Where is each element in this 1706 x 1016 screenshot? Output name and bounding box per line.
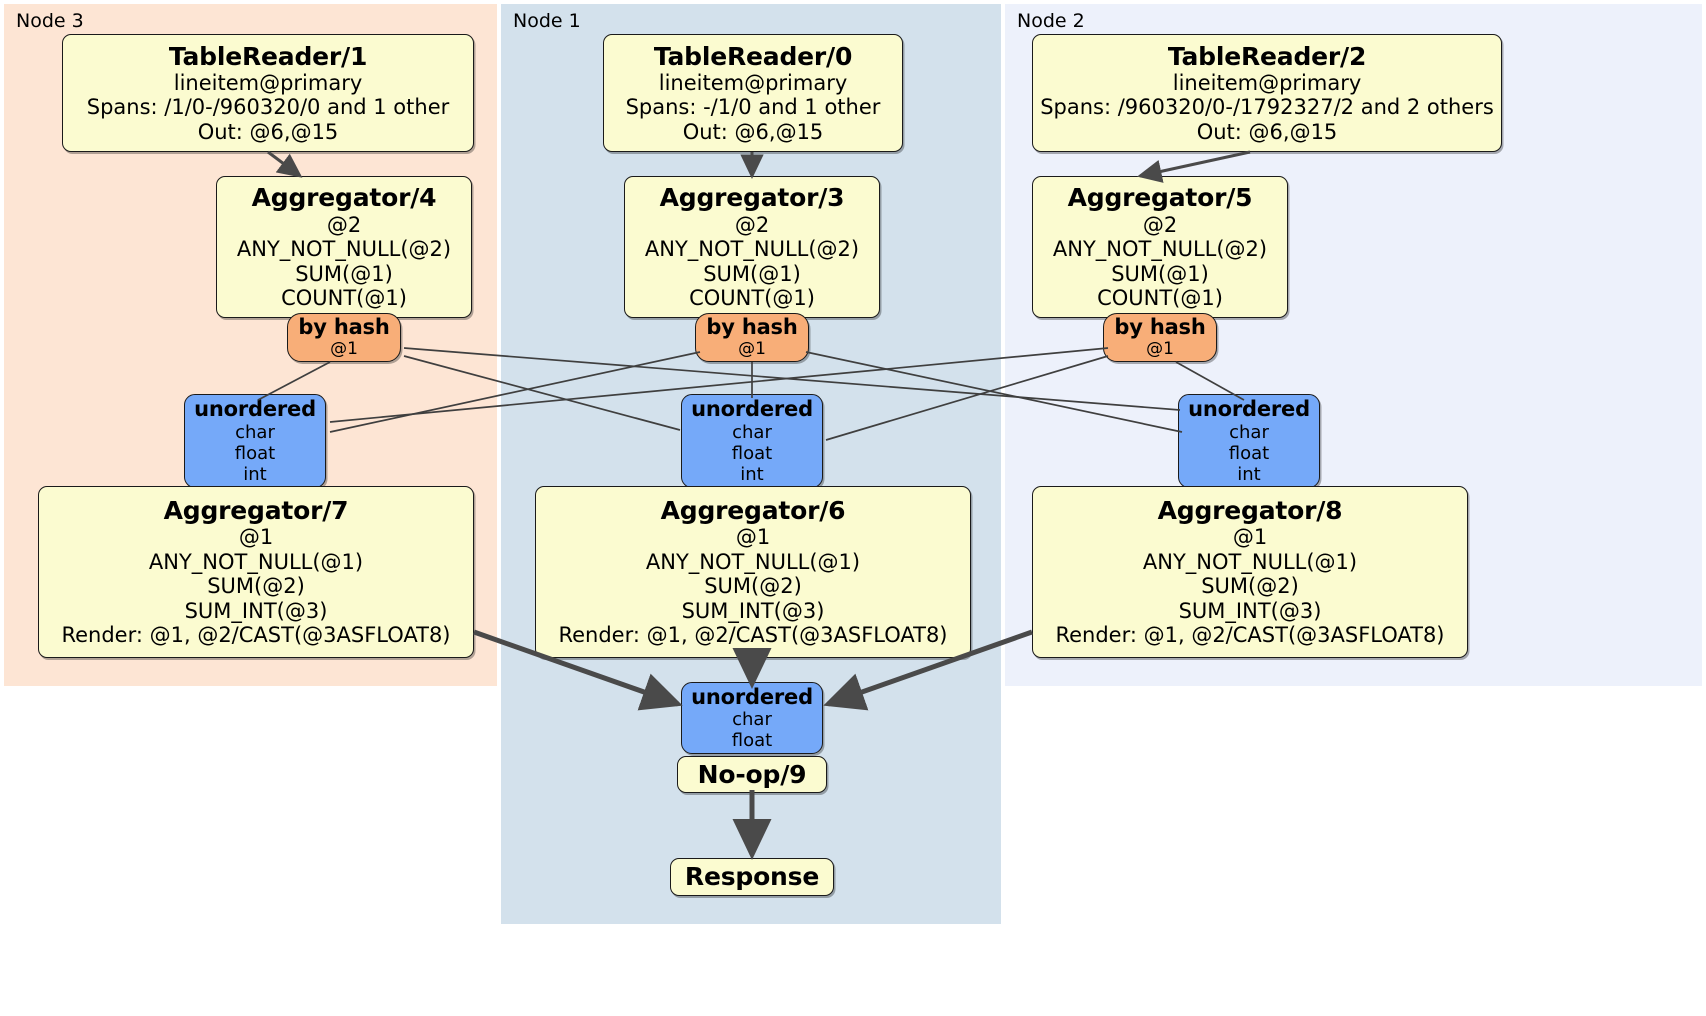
node-line: @1	[1232, 525, 1268, 550]
node-line: Spans: -/1/0 and 1 other	[625, 95, 881, 120]
node-line: Spans: /960320/0-/1792327/2 and 2 others	[1040, 95, 1494, 120]
node-line: lineitem@primary	[1172, 70, 1362, 95]
node-title: Response	[684, 862, 820, 892]
node-title: Aggregator/8	[1157, 495, 1343, 525]
node-line: SUM(@1)	[1111, 261, 1209, 286]
sync-line: float	[1228, 442, 1270, 464]
node-line: SUM(@1)	[295, 261, 393, 286]
router-title: by hash	[298, 315, 390, 340]
node-line: @2	[734, 212, 770, 237]
router-line: @1	[330, 338, 358, 359]
sync-unordered-final[interactable]: unordered char float	[681, 682, 823, 754]
sync-unordered-node2[interactable]: unordered char float int	[1178, 394, 1320, 488]
sync-line: int	[1237, 463, 1261, 485]
node-title: Aggregator/7	[163, 495, 349, 525]
node-line: COUNT(@1)	[689, 286, 815, 311]
node-aggregator-5[interactable]: Aggregator/5 @2 ANY_NOT_NULL(@2) SUM(@1)…	[1032, 176, 1288, 318]
node-line: @2	[1142, 212, 1178, 237]
router-by-hash-node2[interactable]: by hash @1	[1103, 313, 1217, 362]
node-line: Render: @1, @2/CAST(@3ASFLOAT8)	[1055, 623, 1445, 648]
cluster-node3-label: Node 3	[16, 10, 84, 32]
router-title: by hash	[706, 315, 798, 340]
node-noop-9[interactable]: No-op/9	[677, 756, 827, 793]
node-line: Out: @6,@15	[197, 119, 339, 144]
sync-line: int	[243, 463, 267, 485]
node-title: TableReader/1	[168, 41, 368, 71]
node-title: No-op/9	[697, 759, 807, 789]
node-line: @2	[326, 212, 362, 237]
node-line: SUM(@1)	[703, 261, 801, 286]
cluster-node1-label: Node 1	[513, 10, 581, 32]
node-line: Spans: /1/0-/960320/0 and 1 other	[86, 95, 450, 120]
sync-line: float	[731, 730, 773, 752]
node-aggregator-3[interactable]: Aggregator/3 @2 ANY_NOT_NULL(@2) SUM(@1)…	[624, 176, 880, 318]
node-line: SUM(@2)	[704, 574, 802, 599]
node-response[interactable]: Response	[670, 858, 834, 896]
sync-line: char	[235, 421, 275, 443]
sync-unordered-node1[interactable]: unordered char float int	[681, 394, 823, 488]
sync-title: unordered	[691, 684, 813, 709]
router-by-hash-node1[interactable]: by hash @1	[695, 313, 809, 362]
node-title: Aggregator/4	[251, 183, 437, 213]
cluster-node2-label: Node 2	[1017, 10, 1085, 32]
node-line: Out: @6,@15	[682, 119, 824, 144]
router-by-hash-node3[interactable]: by hash @1	[287, 313, 401, 362]
node-tablereader-1[interactable]: TableReader/1 lineitem@primary Spans: /1…	[62, 34, 474, 152]
node-line: @1	[735, 525, 771, 550]
sync-title: unordered	[691, 397, 813, 422]
node-title: Aggregator/3	[659, 183, 845, 213]
node-line: Render: @1, @2/CAST(@3ASFLOAT8)	[558, 623, 948, 648]
node-aggregator-4[interactable]: Aggregator/4 @2 ANY_NOT_NULL(@2) SUM(@1)…	[216, 176, 472, 318]
node-line: SUM(@2)	[207, 574, 305, 599]
node-line: COUNT(@1)	[1097, 286, 1223, 311]
node-line: lineitem@primary	[173, 70, 363, 95]
node-line: Out: @6,@15	[1196, 119, 1338, 144]
node-line: @1	[238, 525, 274, 550]
sync-line: char	[732, 709, 772, 731]
node-line: ANY_NOT_NULL(@2)	[1052, 237, 1268, 262]
sync-title: unordered	[1188, 397, 1310, 422]
node-line: ANY_NOT_NULL(@1)	[1142, 549, 1358, 574]
node-line: Render: @1, @2/CAST(@3ASFLOAT8)	[61, 623, 451, 648]
router-line: @1	[1146, 338, 1174, 359]
node-line: ANY_NOT_NULL(@2)	[236, 237, 452, 262]
sync-title: unordered	[194, 397, 316, 422]
node-line: ANY_NOT_NULL(@2)	[644, 237, 860, 262]
sync-line: char	[1229, 421, 1269, 443]
node-aggregator-8[interactable]: Aggregator/8 @1 ANY_NOT_NULL(@1) SUM(@2)…	[1032, 486, 1468, 658]
node-line: SUM_INT(@3)	[681, 598, 825, 623]
node-title: Aggregator/6	[660, 495, 846, 525]
node-tablereader-0[interactable]: TableReader/0 lineitem@primary Spans: -/…	[603, 34, 903, 152]
node-aggregator-6[interactable]: Aggregator/6 @1 ANY_NOT_NULL(@1) SUM(@2)…	[535, 486, 971, 658]
node-title: Aggregator/5	[1067, 183, 1253, 213]
sync-line: char	[732, 421, 772, 443]
node-line: lineitem@primary	[658, 70, 848, 95]
node-line: SUM_INT(@3)	[184, 598, 328, 623]
sync-unordered-node3[interactable]: unordered char float int	[184, 394, 326, 488]
node-line: SUM(@2)	[1201, 574, 1299, 599]
node-line: COUNT(@1)	[281, 286, 407, 311]
sync-line: int	[740, 463, 764, 485]
sync-line: float	[234, 442, 276, 464]
node-title: TableReader/2	[1167, 41, 1367, 71]
node-title: TableReader/0	[653, 41, 853, 71]
node-line: ANY_NOT_NULL(@1)	[645, 549, 861, 574]
router-title: by hash	[1114, 315, 1206, 340]
node-tablereader-2[interactable]: TableReader/2 lineitem@primary Spans: /9…	[1032, 34, 1502, 152]
sync-line: float	[731, 442, 773, 464]
node-aggregator-7[interactable]: Aggregator/7 @1 ANY_NOT_NULL(@1) SUM(@2)…	[38, 486, 474, 658]
router-line: @1	[738, 338, 766, 359]
node-line: SUM_INT(@3)	[1178, 598, 1322, 623]
node-line: ANY_NOT_NULL(@1)	[148, 549, 364, 574]
